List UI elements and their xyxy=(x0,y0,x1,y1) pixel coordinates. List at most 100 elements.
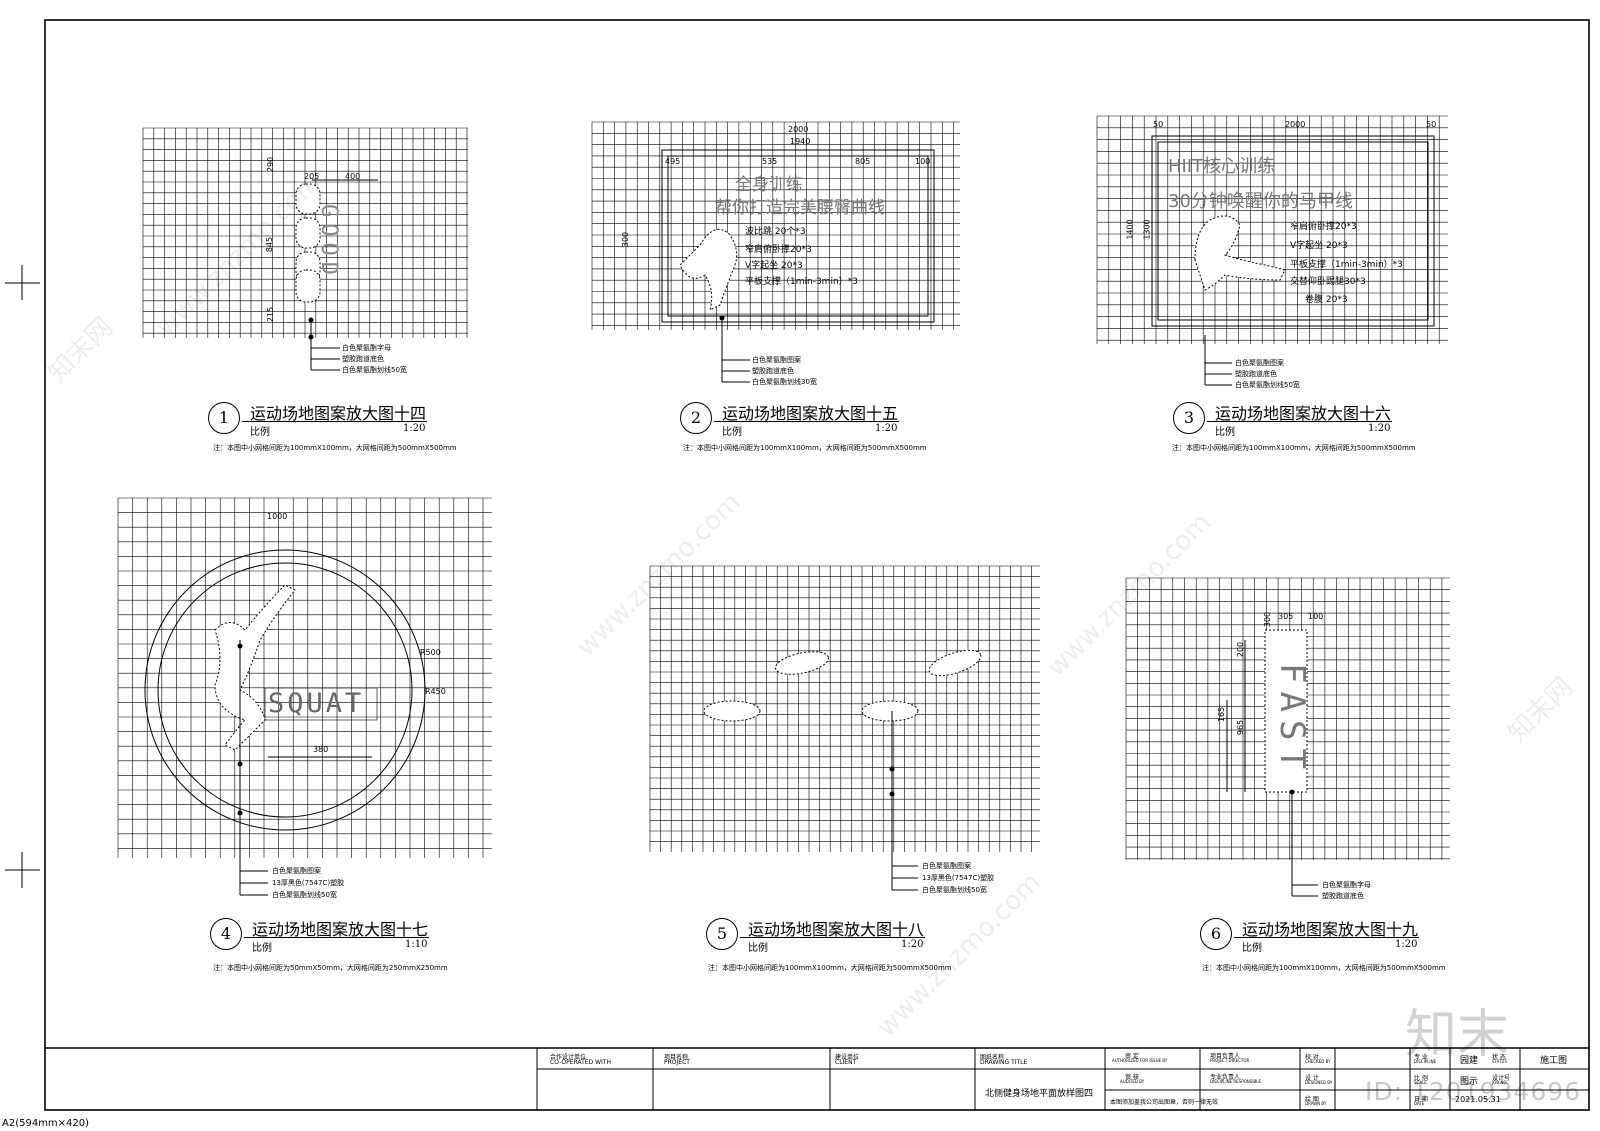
tb-co-operated: 合作设计单位 xyxy=(550,1054,587,1061)
caption-1: 1 运动场地图案放大图十四 比例 1:20 xyxy=(208,402,428,440)
watermark-cn-2: 知末网 xyxy=(1502,672,1579,749)
panel-3-artwork xyxy=(1151,135,1435,386)
tb-job-no: 设计号 xyxy=(1492,1075,1511,1082)
tb-designed-en: DESIGNED BY xyxy=(1305,1080,1333,1085)
caption-number-circle: 1 xyxy=(208,402,240,434)
caption-3: 3 运动场地图案放大图十六 比例 1:20 xyxy=(1173,402,1393,440)
panel-2-legend-1: 白色聚氨酯图案 xyxy=(752,356,801,364)
panel-3-exercise-4: 交替仰卧踢腿30*3 xyxy=(1290,277,1366,287)
panel-4-dim-1000: 1000 xyxy=(267,512,288,521)
panel-4-legend-2: 13厚黑色(7547C)塑胶 xyxy=(272,879,345,887)
panel-1-artwork xyxy=(295,179,378,371)
panel-3-legend-3: 白色聚氨酯划线50宽 xyxy=(1235,381,1300,389)
panel-4-word: SQUAT xyxy=(268,688,365,719)
panel-1-dim-215: 215 xyxy=(266,306,276,323)
panel-6-note: 注：本图中小网格间距为100mmX100mm，大网格间距为500mmX500mm xyxy=(1202,964,1446,972)
panel-2-dim-300: 300 xyxy=(621,231,631,248)
board-outer xyxy=(661,149,935,323)
tb-co-operated-en: CO-OPERATED WITH xyxy=(550,1059,611,1066)
footprint xyxy=(775,651,829,675)
leader-dot xyxy=(237,643,243,649)
footprint xyxy=(703,700,761,722)
caption-number-circle: 4 xyxy=(210,918,242,950)
caption-number-circle: 5 xyxy=(706,918,738,950)
board-inner xyxy=(1157,141,1429,321)
caption-title: 运动场地图案放大图十五 xyxy=(722,404,899,423)
grid-panel-4 xyxy=(117,497,492,858)
panel-6-artwork xyxy=(1226,629,1318,897)
panel-3-exercise-2: V字起坐 20*3 xyxy=(1290,241,1348,251)
caption-rule xyxy=(242,421,427,422)
panel-6-dim-305: 305 xyxy=(1278,612,1294,621)
caption-number-circle: 2 xyxy=(680,402,712,434)
watermark-site-1: www.znzmo.com xyxy=(151,167,327,343)
panel-3-dim-2000: 2000 xyxy=(1285,120,1306,129)
panel-2-dim-495: 495 xyxy=(665,157,681,166)
tb-audited: 审 核 xyxy=(1125,1074,1139,1081)
panel-3-dim-1400: 1400 xyxy=(1125,219,1135,240)
caption-6: 6 运动场地图案放大图十九 比例 1:20 xyxy=(1200,918,1420,956)
footprint xyxy=(861,700,919,722)
grid-panel-2 xyxy=(591,121,960,330)
tb-designed: 设 计 xyxy=(1305,1075,1319,1082)
panel-2-exercise-2: 窄肩俯卧撑20*3 xyxy=(745,245,812,255)
panel-6-legend-1: 白色聚氨酯字母 xyxy=(1322,881,1371,889)
sheet-border xyxy=(44,19,1590,1111)
tb-scale: 比 例 xyxy=(1414,1075,1428,1082)
panel-4-dim-r450: R450 xyxy=(425,687,446,696)
panel-1-dim-400: 400 xyxy=(345,172,361,181)
caption-title: 运动场地图案放大图十四 xyxy=(250,404,427,423)
caption-title: 运动场地图案放大图十九 xyxy=(1242,920,1419,939)
caption-scale-label: 比例 xyxy=(722,427,742,438)
panel-2-dim-1940: 1940 xyxy=(790,137,811,146)
panel-3-exercise-1: 窄肩俯卧撑20*3 xyxy=(1290,222,1357,232)
panel-4-legend-1: 白色聚氨酯图案 xyxy=(272,867,321,875)
tb-footer-note: 本图须加盖我公司出图章，否则一律无效 xyxy=(1110,1099,1219,1106)
panel-2-dim-535: 535 xyxy=(762,157,778,166)
leader-dot xyxy=(237,761,243,767)
panel-2-artwork xyxy=(661,149,935,383)
leader-dot xyxy=(1289,789,1295,795)
caption-scale: 1:10 xyxy=(405,939,428,950)
board-inner xyxy=(667,155,929,317)
panel-2-dim-2000: 2000 xyxy=(788,125,809,134)
tb-date-en: DATE xyxy=(1414,1101,1425,1106)
tb-project-director-en: PROJECT DIRECTOR xyxy=(1210,1058,1250,1063)
panel-3-note: 注：本图中小网格间距为100mmX100mm，大网格间距为500mmX500mm xyxy=(1172,444,1416,452)
letter-o1-outline xyxy=(295,217,321,249)
panel-4-dim-r500: R500 xyxy=(420,648,441,657)
panel-4-legend-3: 白色聚氨酯划线50宽 xyxy=(272,891,337,899)
title-block xyxy=(45,1047,1589,1110)
tb-drawn: 绘 图 xyxy=(1305,1096,1319,1103)
tb-drawing-name: 北侧健身场地平面放样图四 xyxy=(985,1089,1094,1099)
sheet-size-label: A2(594mm×420) xyxy=(2,1118,90,1129)
caption-number-circle: 3 xyxy=(1173,402,1205,434)
footprint xyxy=(928,649,982,677)
letter-g-outline xyxy=(295,183,321,215)
tb-drawn-en: DRAWN BY xyxy=(1305,1101,1327,1106)
caption-scale-label: 比例 xyxy=(1215,427,1235,438)
caption-scale: 1:20 xyxy=(901,939,924,950)
panel-3-exercise-5: 卷腹 20*3 xyxy=(1305,295,1348,305)
caption-title: 运动场地图案放大图十八 xyxy=(748,920,925,939)
panel-2-text-line-2: 帮你打造完美腰臀曲线 xyxy=(715,198,885,218)
panel-6-dim-300: 300 xyxy=(1263,611,1273,628)
panel-3-dim-50a: 50 xyxy=(1153,120,1164,129)
tb-audited-en: AUDITED BY xyxy=(1120,1079,1145,1084)
tb-job-no-en: JOB NO. xyxy=(1492,1080,1508,1085)
panel-5-note: 注：本图中小网格间距为100mmX100mm，大网格间距为500mmX500mm xyxy=(708,964,952,972)
panel-5-legend-2: 13厚黑色(7547C)塑胶 xyxy=(922,874,995,882)
panel-3-dim-50b: 50 xyxy=(1426,120,1437,129)
panel-3-text-line-2: 30分钟唤醒你的马甲线 xyxy=(1168,191,1353,212)
outer-circle xyxy=(144,549,426,831)
panel-3-legend-2: 塑胶跑道底色 xyxy=(1235,370,1277,378)
tb-client-en: CLIENT xyxy=(835,1059,857,1066)
panel-1-legend-2: 塑胶跑道底色 xyxy=(342,355,384,363)
watermark-site-3: www.znzmo.com xyxy=(1041,507,1217,683)
grid-panel-6 xyxy=(1125,577,1450,860)
caption-rule xyxy=(1234,937,1419,938)
panel-4-dim-380: 380 xyxy=(313,745,329,754)
tb-project: 项目名称 xyxy=(664,1054,689,1061)
fast-letters-box xyxy=(1264,629,1308,793)
leader-dot xyxy=(889,766,895,772)
